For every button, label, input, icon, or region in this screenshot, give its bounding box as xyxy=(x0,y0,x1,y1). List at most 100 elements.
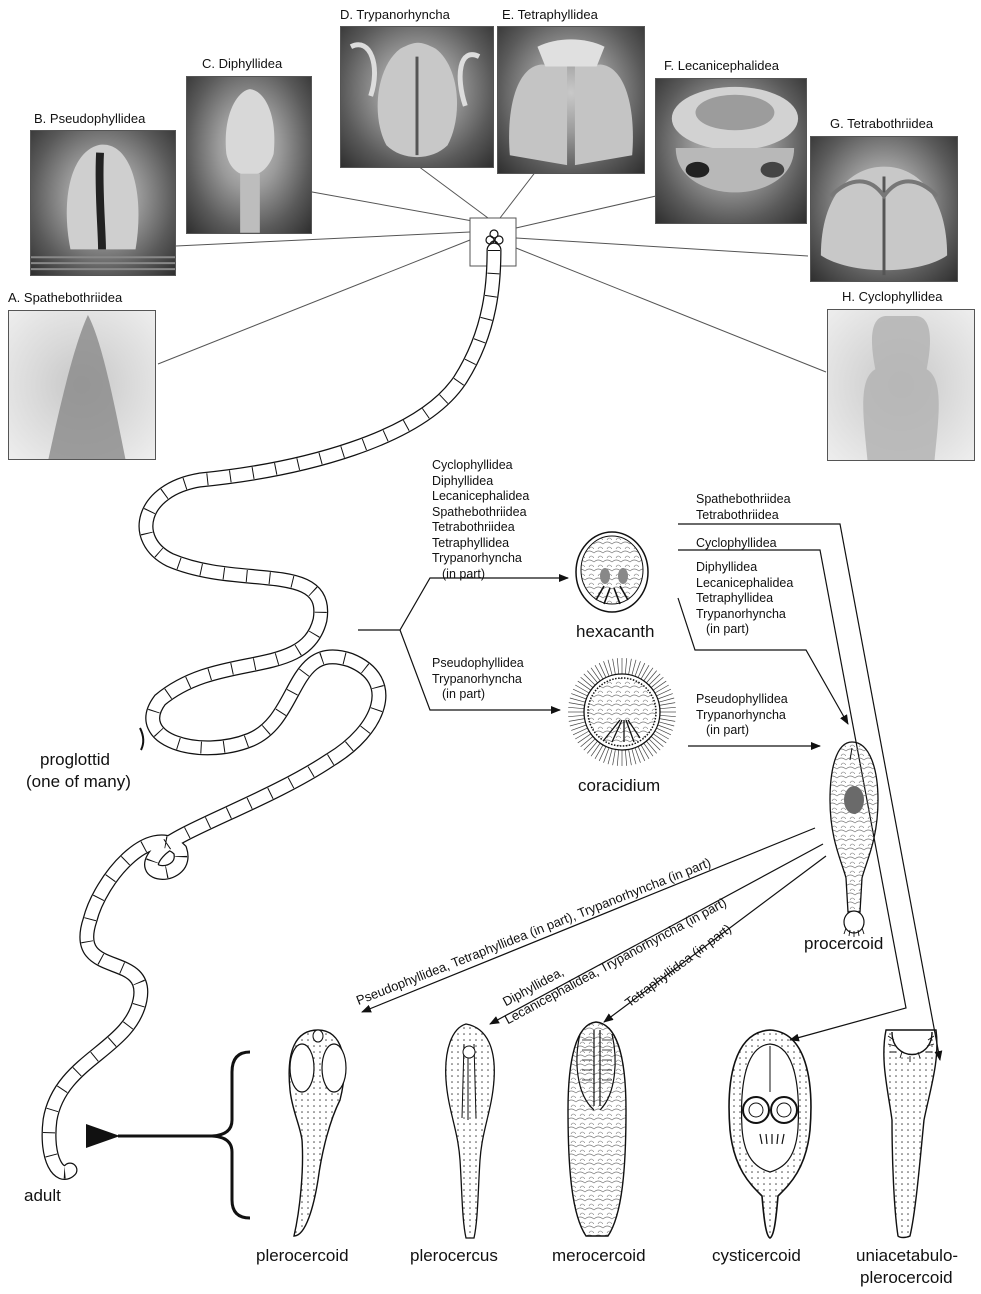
merocercoid-drawing xyxy=(568,1022,626,1236)
group-name: Trypanorhyncha xyxy=(696,607,793,623)
photo-tetrabothriidea xyxy=(810,136,958,282)
stage-label-plerocercus: plerocercus xyxy=(410,1246,498,1265)
group-name: Pseudophyllidea xyxy=(696,692,788,708)
tetrabothriidea-scolex-icon xyxy=(811,137,957,281)
cilium xyxy=(655,731,669,739)
larvae-brace xyxy=(212,1052,250,1218)
cilium xyxy=(591,743,600,756)
stage-label-plerocercoid: plerocercoid xyxy=(256,1246,349,1265)
cilium xyxy=(651,736,663,746)
cilium xyxy=(595,665,603,679)
cilium xyxy=(581,677,593,687)
tetraphyllidea-scolex-icon xyxy=(498,27,644,173)
photo-lecanicephalidea xyxy=(655,78,807,224)
spathebothriidea-scolex-icon xyxy=(9,311,155,459)
photo-label-h: H. Cyclophyllidea xyxy=(842,289,942,304)
stage-label-uniacetabulo-2: plerocercoid xyxy=(860,1268,953,1287)
diphyllidea-scolex-icon xyxy=(187,77,311,233)
stage-label-procercoid: procercoid xyxy=(804,934,883,953)
group-name: Lecanicephalidea xyxy=(432,489,529,505)
photo-label-f: F. Lecanicephalidea xyxy=(664,58,779,73)
hex-branch-b-label: Cyclophyllidea xyxy=(696,536,777,552)
photo-label-e: E. Tetraphyllidea xyxy=(502,7,598,22)
cilium xyxy=(591,668,600,681)
group-name: Tetrabothriidea xyxy=(432,520,529,536)
cilium xyxy=(584,674,595,685)
cilium xyxy=(659,719,675,722)
cilium xyxy=(646,741,656,753)
stage-label-merocercoid: merocercoid xyxy=(552,1246,646,1265)
cilium xyxy=(575,685,589,693)
pseudophyllidea-scolex-icon xyxy=(31,131,175,275)
cilium xyxy=(659,703,675,706)
photo-cyclophyllidea xyxy=(827,309,975,461)
cilium xyxy=(660,707,676,708)
cilium xyxy=(659,698,674,702)
group-name: Diphyllidea xyxy=(696,560,793,576)
group-name: Trypanorhyncha xyxy=(432,551,529,567)
photo-label-b: B. Pseudophyllidea xyxy=(34,111,145,126)
cilium xyxy=(649,739,660,750)
cilium xyxy=(617,750,618,766)
cilium xyxy=(629,749,632,765)
cilium xyxy=(608,660,612,675)
cilium xyxy=(570,698,585,702)
cilium xyxy=(613,749,616,765)
photo-tetraphyllidea xyxy=(497,26,645,174)
stage-label-hexacanth: hexacanth xyxy=(576,622,654,641)
cilium xyxy=(644,743,653,756)
cilium xyxy=(569,703,585,706)
group-name: Diphyllidea xyxy=(432,474,529,490)
group-name: Tetrabothriidea xyxy=(696,508,791,524)
hexacanth-group-list: Cyclophyllidea Diphyllidea Lecanicephali… xyxy=(432,458,529,582)
cilium xyxy=(608,749,612,764)
proglottid-bracket xyxy=(140,728,143,750)
cilium xyxy=(578,681,591,690)
group-name: Tetraphyllidea xyxy=(696,591,793,607)
cilium xyxy=(644,668,653,681)
cilium xyxy=(653,734,666,743)
procercoid-drawing xyxy=(830,742,878,937)
cilium xyxy=(584,739,595,750)
cilium xyxy=(641,745,649,759)
cilium xyxy=(625,750,626,766)
group-name: Spathebothriidea xyxy=(432,505,529,521)
photo-label-d: D. Trypanorhyncha xyxy=(340,7,450,22)
uniacetabulo-plerocercoid-drawing xyxy=(884,1030,937,1238)
cilium xyxy=(578,734,591,743)
coracidium-drawing xyxy=(568,658,676,766)
cilium xyxy=(581,736,593,746)
cilium xyxy=(617,658,618,674)
cilium xyxy=(646,671,656,683)
group-name: Trypanorhyncha xyxy=(432,672,524,688)
lecanicephalidea-scolex-icon xyxy=(656,79,806,223)
coracidium-group-list: Pseudophyllidea Trypanorhyncha (in part) xyxy=(432,656,524,703)
cilium xyxy=(629,659,632,675)
proglottid-label-2: (one of many) xyxy=(26,772,131,791)
coracidium-branch-list: Pseudophyllidea Trypanorhyncha (in part) xyxy=(696,692,788,739)
stage-label-cysticercoid: cysticercoid xyxy=(712,1246,801,1265)
hexacanth-drawing xyxy=(576,532,648,612)
group-name: Spathebothriidea xyxy=(696,492,791,508)
cilium xyxy=(575,731,589,739)
proglottid-label-1: proglottid xyxy=(40,750,110,769)
group-name: (in part) xyxy=(696,723,788,739)
plerocercus-drawing xyxy=(446,1024,495,1238)
group-name: (in part) xyxy=(432,567,529,583)
photo-label-a: A. Spathebothriidea xyxy=(8,290,122,305)
cilium xyxy=(641,665,649,679)
plerocercoid-drawing xyxy=(289,1030,346,1236)
cilium xyxy=(625,658,626,674)
cilium xyxy=(595,745,603,759)
photo-pseudophyllidea xyxy=(30,130,176,276)
photo-trypanorhyncha xyxy=(340,26,494,168)
photo-spathebothriidea xyxy=(8,310,156,460)
group-name: (in part) xyxy=(432,687,524,703)
cilium xyxy=(568,707,584,708)
cilium xyxy=(587,741,597,753)
cilium xyxy=(649,674,660,685)
cilium xyxy=(660,715,676,716)
cilium xyxy=(659,722,674,726)
group-name: Cyclophyllidea xyxy=(696,536,777,552)
cilium xyxy=(570,722,585,726)
